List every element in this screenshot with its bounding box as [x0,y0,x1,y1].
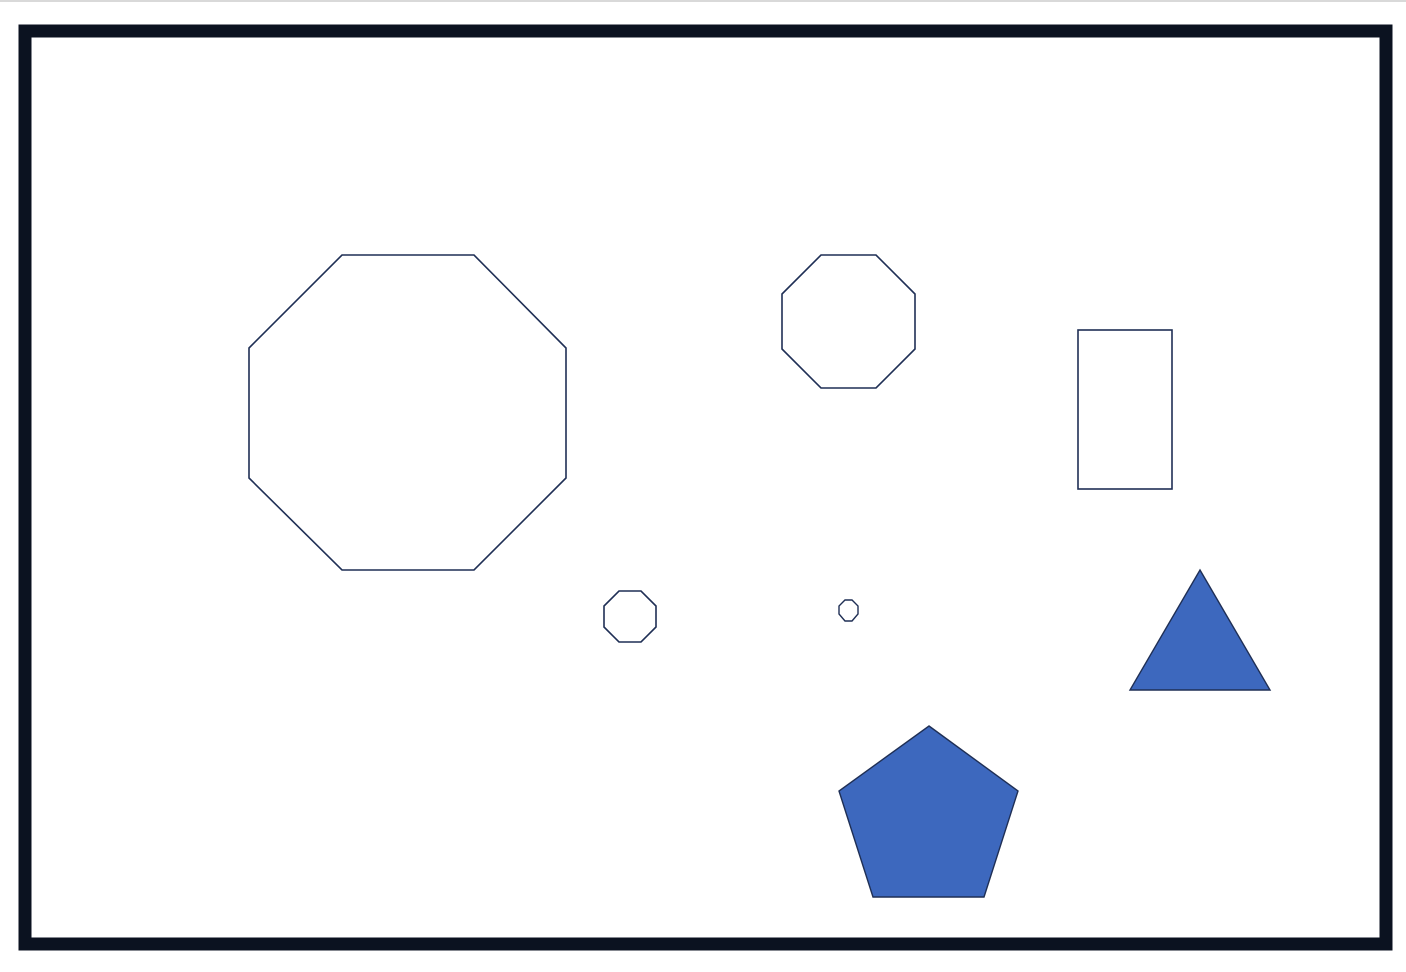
small-octagon-outline [603,590,657,643]
canvas-frame [18,24,1393,951]
tiny-octagon-outline [838,599,859,622]
large-octagon-outline [248,254,567,571]
filled-triangle [1128,568,1272,691]
top-divider [0,0,1406,2]
medium-octagon-outline [781,254,916,389]
filled-pentagon [838,725,1019,898]
rectangle-outline [1077,329,1173,490]
